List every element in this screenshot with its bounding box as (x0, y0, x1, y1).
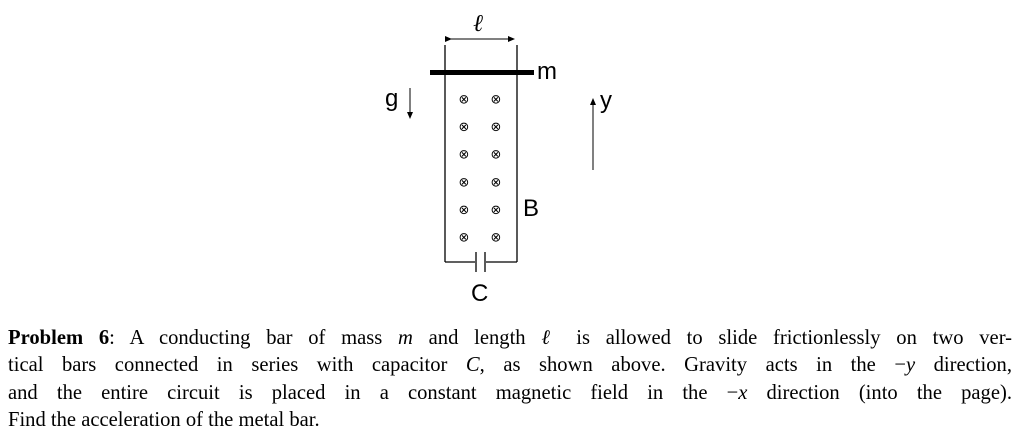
field-into-page-icon: ⊗ (491, 93, 502, 108)
length-label: ℓ (473, 9, 483, 37)
math-x: x (738, 381, 748, 404)
problem-text: , as shown above. Gravity acts in the − (479, 354, 906, 377)
problem-text: and length (412, 327, 542, 349)
magnetic-field-grid: ⊗ ⊗ ⊗ ⊗ ⊗ ⊗ ⊗ ⊗ ⊗ ⊗ ⊗ ⊗ (459, 93, 502, 246)
field-into-page-icon: ⊗ (491, 203, 502, 218)
field-into-page-icon: ⊗ (459, 175, 470, 190)
field-into-page-icon: ⊗ (459, 203, 470, 218)
problem-text: and the entire circuit is placed in a co… (8, 381, 739, 404)
field-into-page-icon: ⊗ (491, 231, 502, 246)
problem-line-1: Problem 6: A conducting bar of mass m an… (8, 325, 1012, 352)
field-into-page-icon: ⊗ (459, 231, 470, 246)
problem-text: : A conducting bar of mass (109, 327, 399, 349)
field-into-page-icon: ⊗ (459, 148, 470, 163)
problem-text: direction (into the page). (747, 381, 1012, 404)
math-m: m (398, 327, 413, 349)
math-ell: ℓ (541, 327, 561, 349)
field-into-page-icon: ⊗ (491, 120, 502, 135)
problem-text: Find the acceleration of the metal bar. (8, 408, 320, 431)
mass-label: m (537, 58, 557, 85)
problem-text: tical bars connected in series with capa… (8, 354, 466, 377)
math-c: C (465, 354, 480, 377)
y-axis-label: y (600, 87, 612, 114)
capacitor-label: C (471, 280, 488, 307)
field-into-page-icon: ⊗ (491, 175, 502, 190)
gravity-label: g (385, 85, 398, 112)
field-label: B (523, 195, 539, 222)
problem-text: is allowed to slide frictionlessly on tw… (560, 327, 1013, 349)
problem-line-3: and the entire circuit is placed in a co… (8, 380, 1012, 407)
problem-heading: Problem 6 (8, 327, 110, 349)
problem-statement: Problem 6: A conducting bar of mass m an… (8, 325, 1012, 434)
field-into-page-icon: ⊗ (459, 93, 470, 108)
field-into-page-icon: ⊗ (491, 148, 502, 163)
problem-line-2: tical bars connected in series with capa… (8, 352, 1012, 379)
problem-line-4: Find the acceleration of the metal bar. (8, 407, 1012, 434)
circuit-diagram: ℓ m g y ⊗ ⊗ ⊗ ⊗ ⊗ ⊗ ⊗ ⊗ ⊗ ⊗ ⊗ ⊗ B C (385, 9, 612, 307)
problem-text: direction, (915, 354, 1012, 377)
math-y: y (905, 354, 916, 377)
field-into-page-icon: ⊗ (459, 120, 470, 135)
metal-bar (430, 70, 534, 75)
